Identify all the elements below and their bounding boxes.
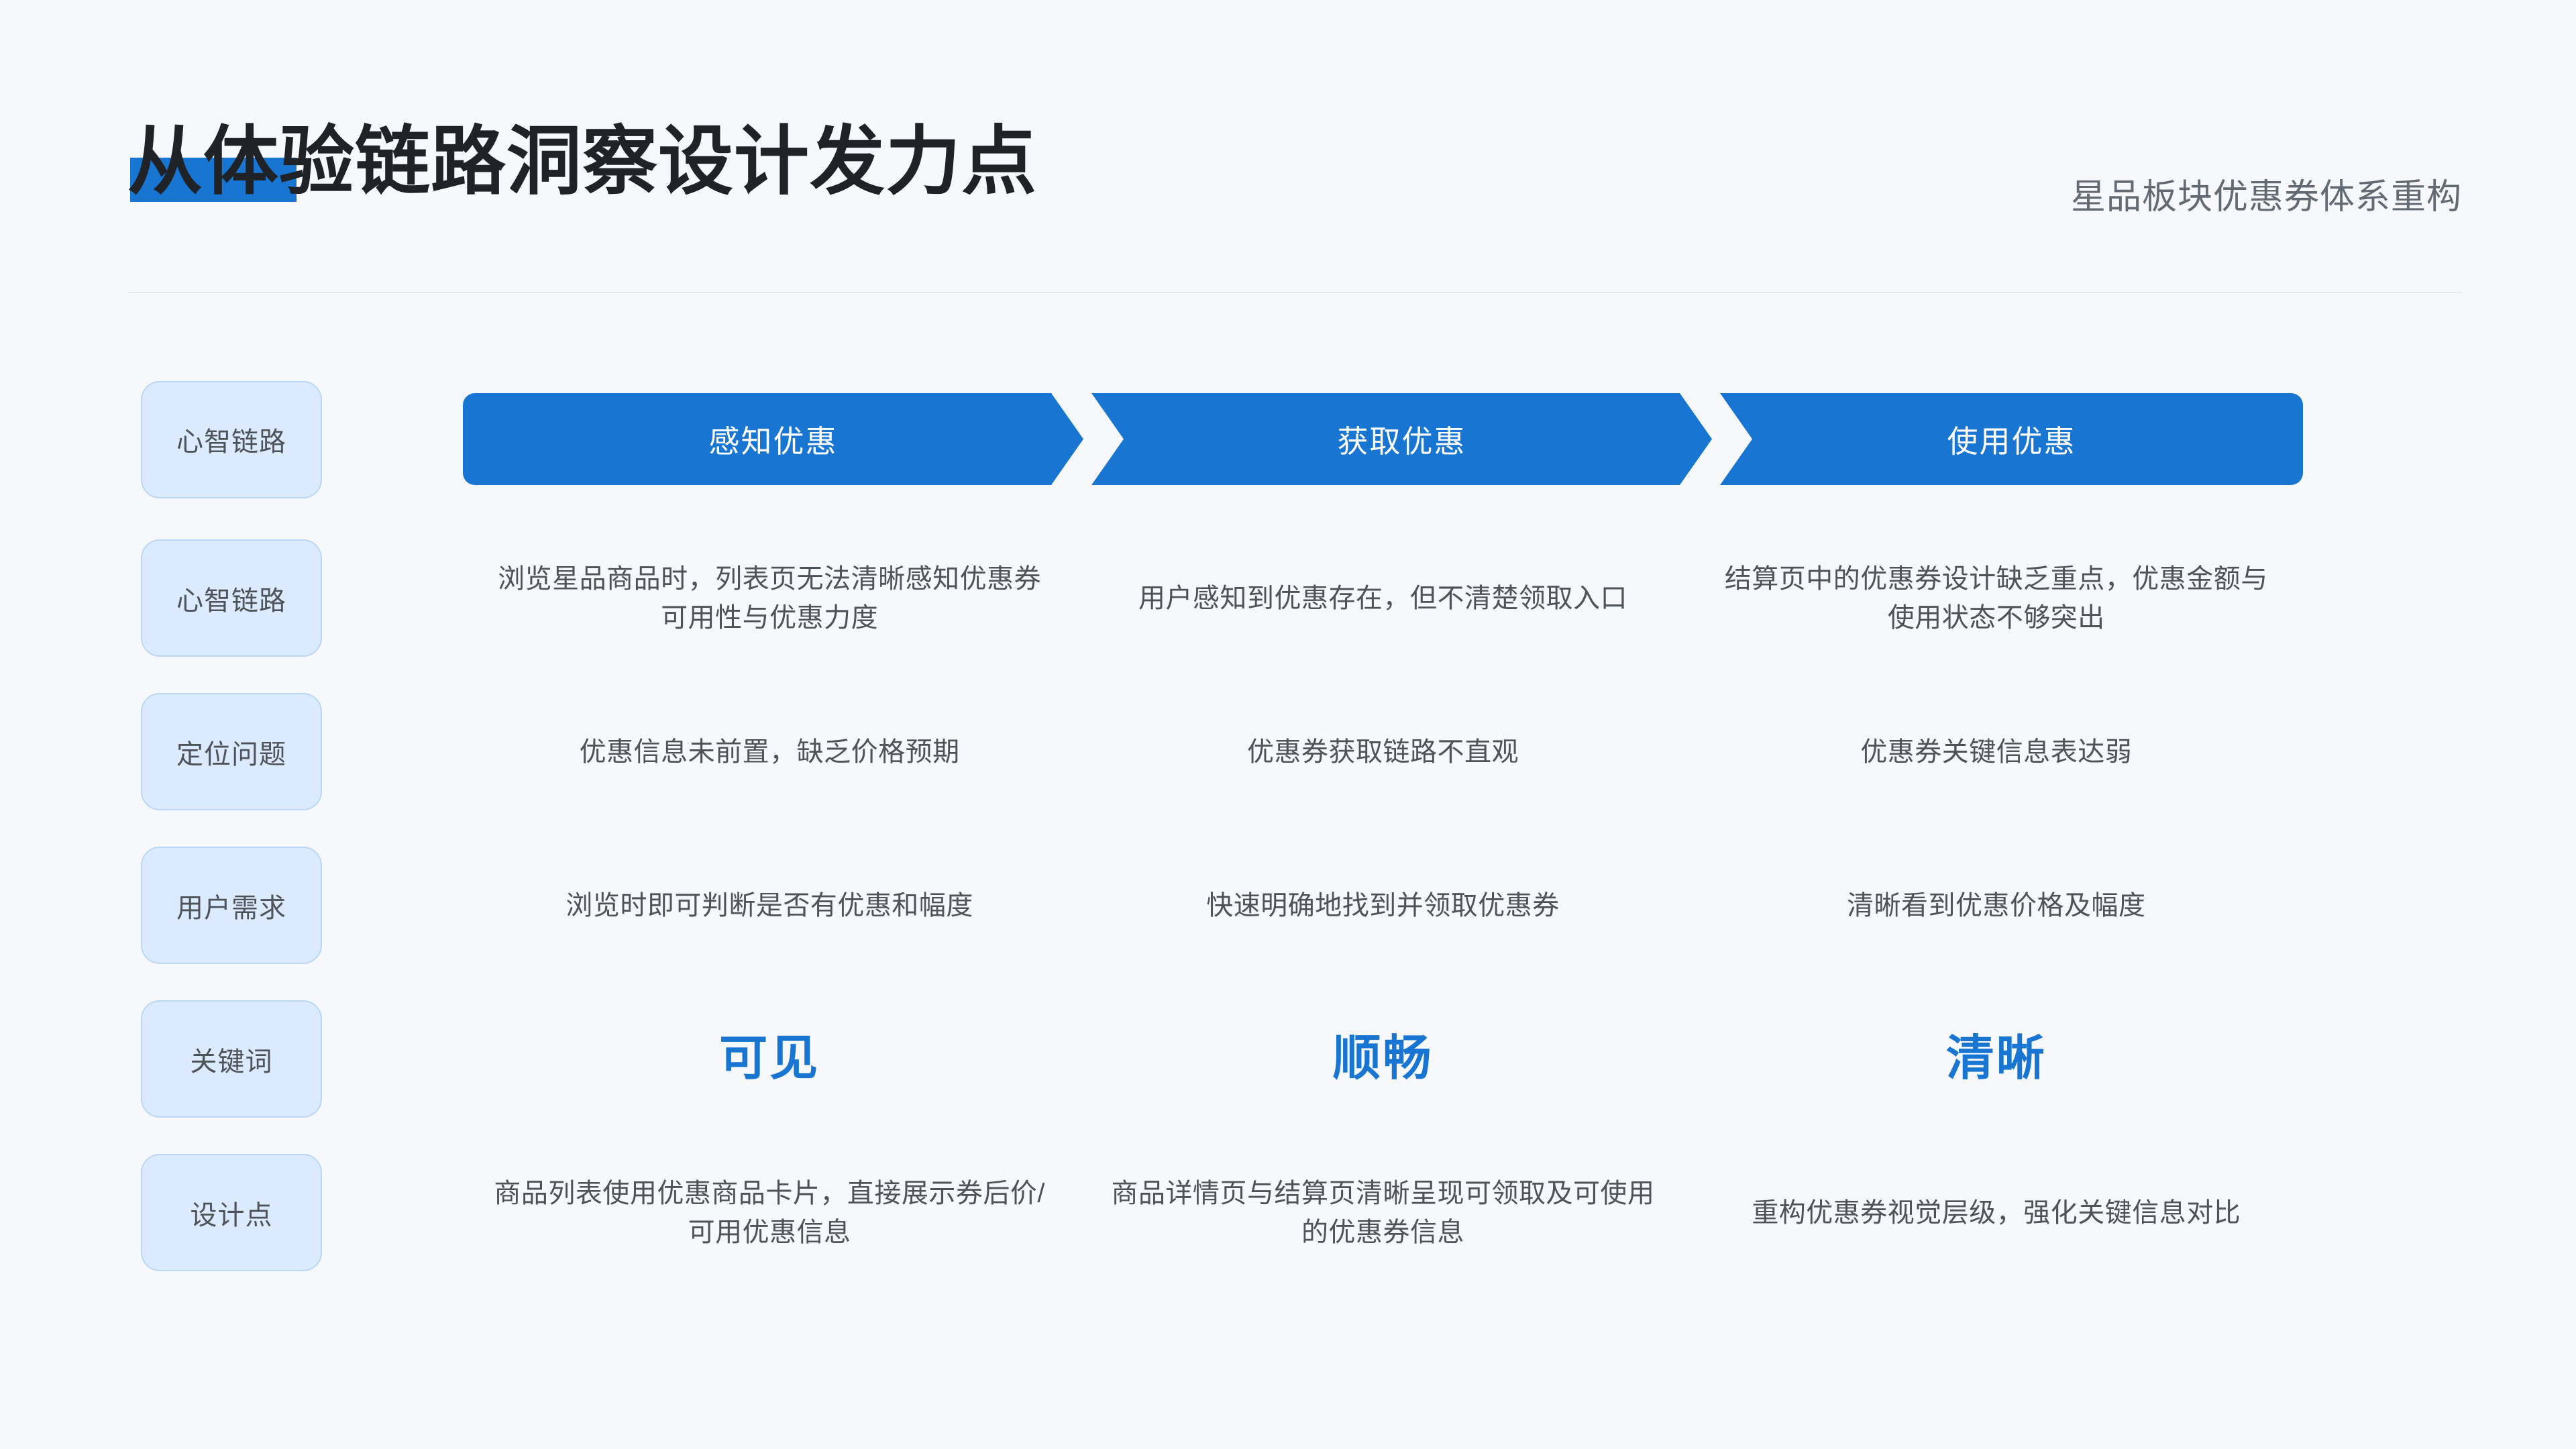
row-cells: 优惠信息未前置，缺乏价格预期 优惠券获取链路不直观 优惠券关键信息表达弱 xyxy=(463,733,2576,771)
stage-banner-label: 获取优惠 xyxy=(1337,423,1466,459)
cell-text: 用户感知到优惠存在，但不清楚领取入口 xyxy=(1138,583,1627,613)
row-cells: 浏览时即可判断是否有优惠和幅度 快速明确地找到并领取优惠券 清晰看到优惠价格及幅… xyxy=(463,886,2576,925)
cell-text: 商品详情页与结算页清晰呈现可领取及可使用的优惠券信息 xyxy=(1111,1178,1655,1247)
cell-text: 优惠券获取链路不直观 xyxy=(1246,737,1519,767)
cell-text: 浏览时即可判断是否有优惠和幅度 xyxy=(566,890,973,920)
row-label-cell: 心智链路 xyxy=(0,380,463,498)
cell-keyword-3: 清晰 xyxy=(1690,1028,2303,1091)
row-label-cell: 关键词 xyxy=(0,1000,463,1118)
row-label-problems: 定位问题 xyxy=(141,693,322,810)
cell-text: 优惠券关键信息表达弱 xyxy=(1860,737,2133,767)
cell-user-need-3: 清晰看到优惠价格及幅度 xyxy=(1690,886,2303,925)
row-spacer xyxy=(0,669,2576,681)
cell-text: 结算页中的优惠券设计缺乏重点，优惠金额与使用状态不够突出 xyxy=(1724,564,2268,633)
row-cells: 浏览星品商品时，列表页无法清晰感知优惠券可用性与优惠力度 用户感知到优惠存在，但… xyxy=(463,559,2576,637)
cell-text: 清晰看到优惠价格及幅度 xyxy=(1847,890,2146,920)
cell-design-point-2: 商品详情页与结算页清晰呈现可领取及可使用的优惠券信息 xyxy=(1076,1174,1689,1252)
keyword-text: 顺畅 xyxy=(1332,1031,1434,1085)
matrix-row-mind-path: 心智链路 浏览星品商品时，列表页无法清晰感知优惠券可用性与优惠力度 用户感知到优… xyxy=(0,527,2576,669)
row-cells: 商品列表使用优惠商品卡片，直接展示券后价/可用优惠信息 商品详情页与结算页清晰呈… xyxy=(463,1174,2576,1252)
experience-journey-matrix: 心智链路 感知优惠 获取优惠 使用优惠 心智链路 xyxy=(0,376,2576,1283)
matrix-row-keywords: 关键词 可见 顺畅 清晰 xyxy=(0,988,2576,1130)
cell-text: 快速明确地找到并领取优惠券 xyxy=(1206,890,1560,920)
row-cells: 可见 顺畅 清晰 xyxy=(463,1028,2576,1091)
cell-keyword-1: 可见 xyxy=(463,1028,1076,1091)
cell-text: 优惠信息未前置，缺乏价格预期 xyxy=(579,737,960,767)
row-label-keywords: 关键词 xyxy=(141,1000,322,1118)
row-label-cell: 定位问题 xyxy=(0,693,463,810)
page-subtitle: 星品板块优惠券体系重构 xyxy=(2070,178,2462,217)
row-label-cell: 心智链路 xyxy=(0,539,463,657)
stage-banner-use[interactable]: 使用优惠 xyxy=(1720,393,2303,485)
row-label-mind-path-1: 心智链路 xyxy=(141,380,322,498)
stage-banner-perceive[interactable]: 感知优惠 xyxy=(463,393,1083,485)
header-divider xyxy=(127,292,2462,293)
cell-text: 重构优惠券视觉层级，强化关键信息对比 xyxy=(1752,1197,2241,1228)
row-label-cell: 设计点 xyxy=(0,1154,463,1271)
stage-banner-label: 感知优惠 xyxy=(708,423,838,459)
cell-user-need-1: 浏览时即可判断是否有优惠和幅度 xyxy=(463,886,1076,925)
cell-text: 浏览星品商品时，列表页无法清晰感知优惠券可用性与优惠力度 xyxy=(498,564,1042,633)
cell-problem-2: 优惠券获取链路不直观 xyxy=(1076,733,1689,771)
keyword-text: 清晰 xyxy=(1945,1031,2047,1085)
row-label-cell: 用户需求 xyxy=(0,847,463,964)
stage-banner-track: 感知优惠 获取优惠 使用优惠 xyxy=(463,393,2303,485)
matrix-row-user-needs: 用户需求 浏览时即可判断是否有优惠和幅度 快速明确地找到并领取优惠券 清晰看到优… xyxy=(0,835,2576,976)
cell-problem-1: 优惠信息未前置，缺乏价格预期 xyxy=(463,733,1076,771)
stage-banner-label: 使用优惠 xyxy=(1947,423,2076,459)
slide-header: 从体验链路洞察设计发力点 星品板块优惠券体系重构 xyxy=(127,117,2462,292)
matrix-row-problems: 定位问题 优惠信息未前置，缺乏价格预期 优惠券获取链路不直观 优惠券关键信息表达… xyxy=(0,681,2576,822)
cell-user-need-2: 快速明确地找到并领取优惠券 xyxy=(1076,886,1689,925)
row-label-mind-path-2: 心智链路 xyxy=(141,539,322,657)
cell-mind-path-1: 浏览星品商品时，列表页无法清晰感知优惠券可用性与优惠力度 xyxy=(463,559,1076,637)
cell-design-point-1: 商品列表使用优惠商品卡片，直接展示券后价/可用优惠信息 xyxy=(463,1174,1076,1252)
cell-problem-3: 优惠券关键信息表达弱 xyxy=(1690,733,2303,771)
title-underline-accent xyxy=(130,158,297,203)
page-title: 从体验链路洞察设计发力点 xyxy=(127,119,1037,203)
row-label-user-needs: 用户需求 xyxy=(141,847,322,964)
cell-mind-path-2: 用户感知到优惠存在，但不清楚领取入口 xyxy=(1076,579,1689,618)
cell-mind-path-3: 结算页中的优惠券设计缺乏重点，优惠金额与使用状态不够突出 xyxy=(1690,559,2303,637)
stage-banner-acquire[interactable]: 获取优惠 xyxy=(1091,393,1712,485)
cell-text: 商品列表使用优惠商品卡片，直接展示券后价/可用优惠信息 xyxy=(494,1178,1045,1247)
matrix-row-design-points: 设计点 商品列表使用优惠商品卡片，直接展示券后价/可用优惠信息 商品详情页与结算… xyxy=(0,1142,2576,1283)
cell-design-point-3: 重构优惠券视觉层级，强化关键信息对比 xyxy=(1690,1193,2303,1232)
cell-keyword-2: 顺畅 xyxy=(1076,1028,1689,1091)
matrix-row-stages: 心智链路 感知优惠 获取优惠 使用优惠 xyxy=(0,376,2576,503)
row-spacer xyxy=(0,822,2576,835)
page-title-wrap: 从体验链路洞察设计发力点 xyxy=(127,117,1037,206)
row-spacer xyxy=(0,503,2576,527)
row-spacer xyxy=(0,1130,2576,1142)
row-spacer xyxy=(0,976,2576,988)
row-label-design-points: 设计点 xyxy=(141,1154,322,1271)
keyword-text: 可见 xyxy=(719,1031,820,1085)
